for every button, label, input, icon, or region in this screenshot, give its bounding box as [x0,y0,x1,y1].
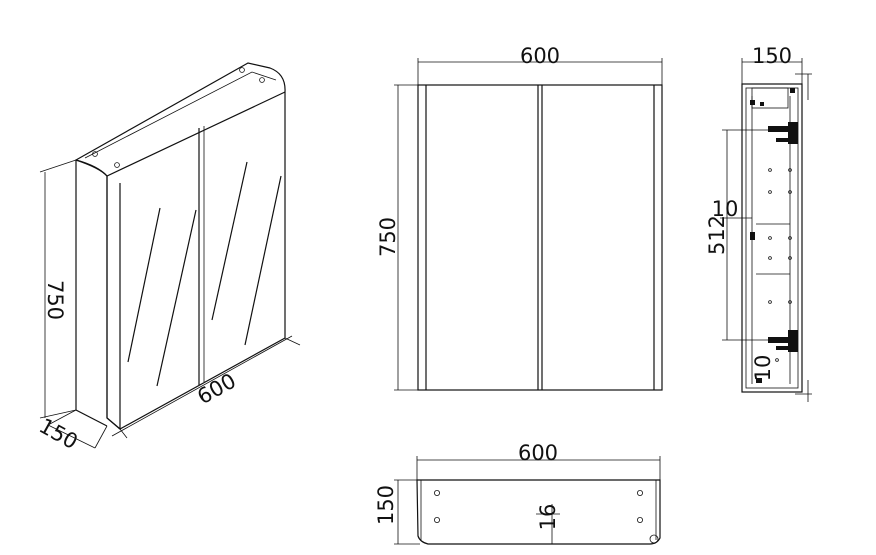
side-view: 150 512 10 10 [705,44,812,402]
front-width-label: 600 [520,44,560,68]
side-depth-label: 150 [752,44,792,68]
iso-width-label: 600 [193,369,240,409]
side-offset-bottom-label: 10 [751,355,775,382]
side-offset-top-label: 10 [712,197,739,221]
top-view: 600 150 16 [374,441,661,545]
front-height-label: 750 [376,217,400,257]
isometric-view: 750 600 150 [35,62,301,454]
iso-height-label: 750 [43,280,67,320]
top-depth-label: 150 [374,485,398,525]
iso-depth-label: 150 [35,414,82,454]
top-width-label: 600 [518,441,558,465]
front-view: 600 750 [376,44,663,391]
side-hinge-spacing-label: 512 [705,215,729,255]
top-thickness-label: 16 [536,504,560,531]
